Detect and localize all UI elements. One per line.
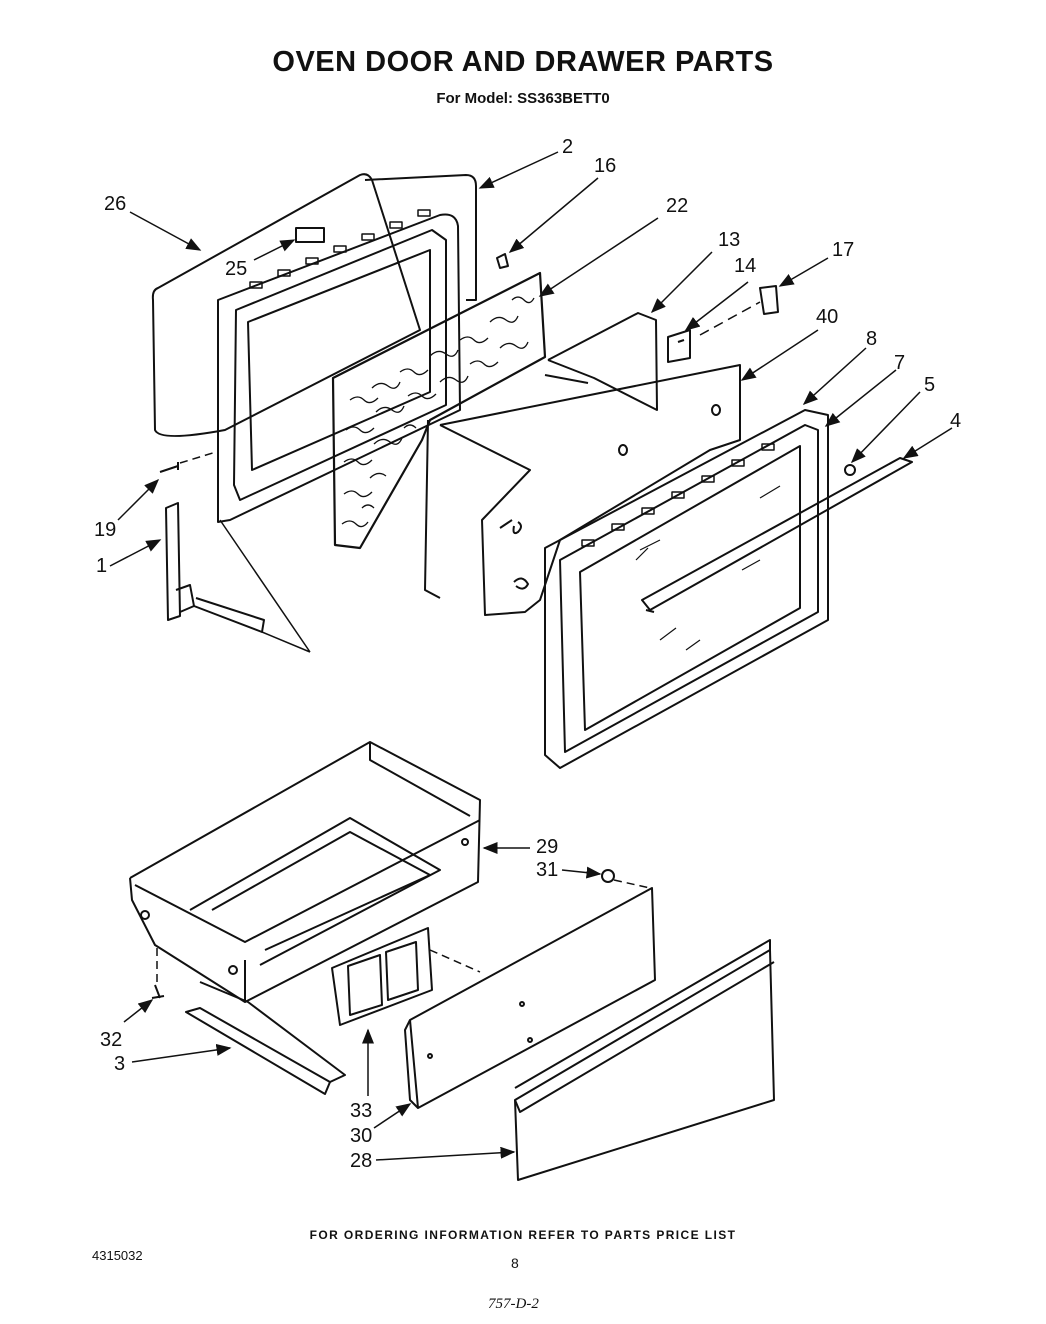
drawer-panel-part (404, 887, 656, 1109)
page-number: 8 (511, 1255, 519, 1271)
door-clip-part (759, 285, 779, 315)
callout-1: 1 (96, 555, 107, 577)
callout-30: 30 (350, 1125, 372, 1147)
clip-part (496, 253, 509, 269)
callout-28: 28 (350, 1150, 372, 1172)
callout-22: 22 (666, 195, 688, 217)
callout-17: 17 (832, 239, 854, 261)
spacer-part (295, 227, 325, 243)
callout-29: 29 (536, 836, 558, 858)
page-title: OVEN DOOR AND DRAWER PARTS (272, 46, 774, 78)
inner-door-panel-part (424, 364, 741, 616)
drawer-front-part (514, 939, 775, 1181)
callout-33: 33 (350, 1100, 372, 1122)
callout-13: 13 (718, 229, 740, 251)
door-gasket-part (151, 173, 421, 437)
drawer-screw-part (151, 984, 165, 999)
callout-8: 8 (866, 328, 877, 350)
handwritten-code: 757-D-2 (488, 1296, 539, 1312)
outer-door-frame-part (544, 409, 829, 769)
callout-19: 19 (94, 519, 116, 541)
heat-shield-part (544, 312, 658, 411)
door-handle-part (641, 457, 913, 613)
callout-4: 4 (950, 410, 961, 432)
callout-2: 2 (562, 136, 573, 158)
frame-screw-part (159, 462, 179, 473)
drawer-stop-part (601, 869, 615, 883)
inner-door-frame-part (217, 174, 477, 523)
hinge-part (165, 502, 265, 633)
document-number: 4315032 (92, 1248, 143, 1263)
callout-3: 3 (114, 1053, 125, 1075)
ordering-info-footer: FOR ORDERING INFORMATION REFER TO PARTS … (309, 1228, 737, 1242)
drawer-body-part (129, 741, 481, 1003)
callout-7: 7 (894, 352, 905, 374)
drawer-slide-part (185, 981, 346, 1095)
handle-screw-part (844, 464, 856, 476)
callout-14: 14 (734, 255, 756, 277)
callout-5: 5 (924, 374, 935, 396)
model-subtitle: For Model: SS363BETT0 (436, 90, 610, 107)
callout-32: 32 (100, 1029, 122, 1051)
drawer-bracket-part (331, 927, 433, 1026)
callout-40: 40 (816, 306, 838, 328)
callout-16: 16 (594, 155, 616, 177)
bracket-part (667, 329, 691, 363)
callout-25: 25 (225, 258, 247, 280)
callout-31: 31 (536, 859, 558, 881)
callout-26: 26 (104, 193, 126, 215)
